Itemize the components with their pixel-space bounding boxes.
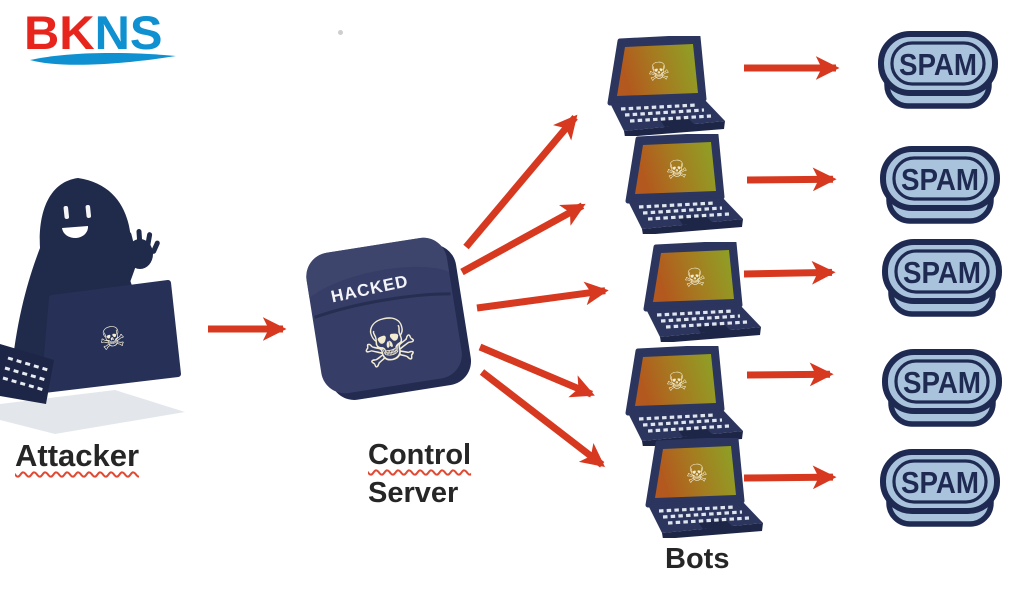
control-server-label-line2: Server bbox=[368, 477, 459, 509]
bot-screen bbox=[635, 354, 716, 406]
red-arrow bbox=[478, 343, 595, 398]
spam-stamp-top bbox=[880, 146, 1000, 211]
spam-text: SPAM bbox=[901, 465, 979, 500]
red-arrow bbox=[743, 465, 837, 490]
bkns-logo: BKNS bbox=[24, 8, 178, 69]
bot-laptop: ☠ bbox=[645, 438, 763, 538]
spam-stamp-top bbox=[882, 239, 1002, 304]
spam-stamp-inner-ring bbox=[894, 249, 990, 294]
spam-text: SPAM bbox=[899, 47, 977, 82]
speck-dot bbox=[338, 30, 343, 35]
server-cube-top-face bbox=[306, 237, 450, 299]
bot-screen bbox=[653, 250, 734, 302]
attacker-hand bbox=[126, 228, 160, 269]
spam-text: SPAM bbox=[903, 365, 981, 400]
attacker-face bbox=[62, 204, 92, 239]
bot-keyboard-keys bbox=[638, 201, 730, 221]
bot-laptop: ☠ bbox=[625, 134, 743, 234]
bot-keyboard-keys bbox=[656, 309, 748, 329]
bot-front-edge bbox=[642, 219, 743, 234]
red-arrow bbox=[460, 202, 586, 276]
spam-stamp-inner-ring bbox=[892, 459, 988, 504]
red-arrow bbox=[463, 114, 578, 250]
spam-stamp-top bbox=[882, 349, 1002, 414]
red-arrow bbox=[479, 369, 605, 468]
spam-stamp: SPAM bbox=[880, 449, 1000, 527]
logo-text: BKNS bbox=[24, 8, 184, 57]
bot-keyboard-keys bbox=[620, 103, 712, 123]
spam-stamp-top bbox=[880, 449, 1000, 514]
red-arrow bbox=[743, 260, 836, 285]
bot-skull-icon: ☠ bbox=[664, 367, 689, 397]
bot-trackpad bbox=[660, 118, 695, 127]
bot-trackpad bbox=[698, 520, 733, 529]
spam-stamp-inner-ring bbox=[892, 156, 988, 201]
bot-screen bbox=[655, 446, 736, 498]
red-arrow bbox=[746, 362, 834, 387]
logo-text-primary: BK bbox=[24, 6, 95, 59]
spam-stamp: SPAM bbox=[882, 349, 1002, 427]
spam-stamp-inner-ring bbox=[890, 41, 986, 86]
control-server: HACKED ☠ bbox=[306, 237, 472, 400]
logo-text-secondary: NS bbox=[94, 6, 163, 59]
spam-stamp: SPAM bbox=[882, 239, 1002, 317]
bot-laptop: ☠ bbox=[607, 36, 725, 136]
attacker-figure: ☠ bbox=[0, 178, 185, 434]
bot-skull-icon: ☠ bbox=[682, 263, 707, 293]
attacker-keyboard-keys bbox=[2, 356, 49, 392]
bot-front-edge bbox=[624, 121, 725, 136]
attacker-label: Attacker bbox=[15, 438, 140, 473]
logo-swoosh bbox=[30, 53, 176, 66]
spam-stamp: SPAM bbox=[878, 31, 998, 109]
bot-trackpad bbox=[696, 324, 731, 333]
bot-trackpad bbox=[678, 428, 713, 437]
spam-stamp: SPAM bbox=[880, 146, 1000, 224]
red-arrow bbox=[476, 281, 609, 312]
spam-stamp-top bbox=[878, 31, 998, 96]
bot-front-edge bbox=[662, 523, 763, 538]
bot-screen bbox=[617, 44, 698, 96]
bot-keyboard-keys bbox=[638, 413, 730, 433]
spam-text: SPAM bbox=[903, 255, 981, 290]
control-server-label: Control Server bbox=[368, 436, 471, 512]
spam-text: SPAM bbox=[901, 162, 979, 197]
bots-label: Bots bbox=[665, 543, 730, 575]
bot-laptop: ☠ bbox=[643, 242, 761, 342]
bot-skull-icon: ☠ bbox=[684, 459, 709, 489]
control-server-label-line1: Control bbox=[368, 439, 472, 471]
bot-screen bbox=[635, 142, 716, 194]
bot-trackpad bbox=[678, 216, 713, 225]
bot-front-edge bbox=[660, 327, 761, 342]
server-cube-seam bbox=[314, 292, 451, 319]
spam-stamp-inner-ring bbox=[894, 359, 990, 404]
bot-keyboard-keys bbox=[658, 505, 750, 525]
attacker-laptop: ☠ bbox=[0, 280, 181, 404]
red-arrow bbox=[746, 167, 837, 192]
bot-skull-icon: ☠ bbox=[664, 155, 689, 185]
bot-skull-icon: ☠ bbox=[646, 57, 671, 87]
bot-laptop: ☠ bbox=[625, 346, 743, 446]
